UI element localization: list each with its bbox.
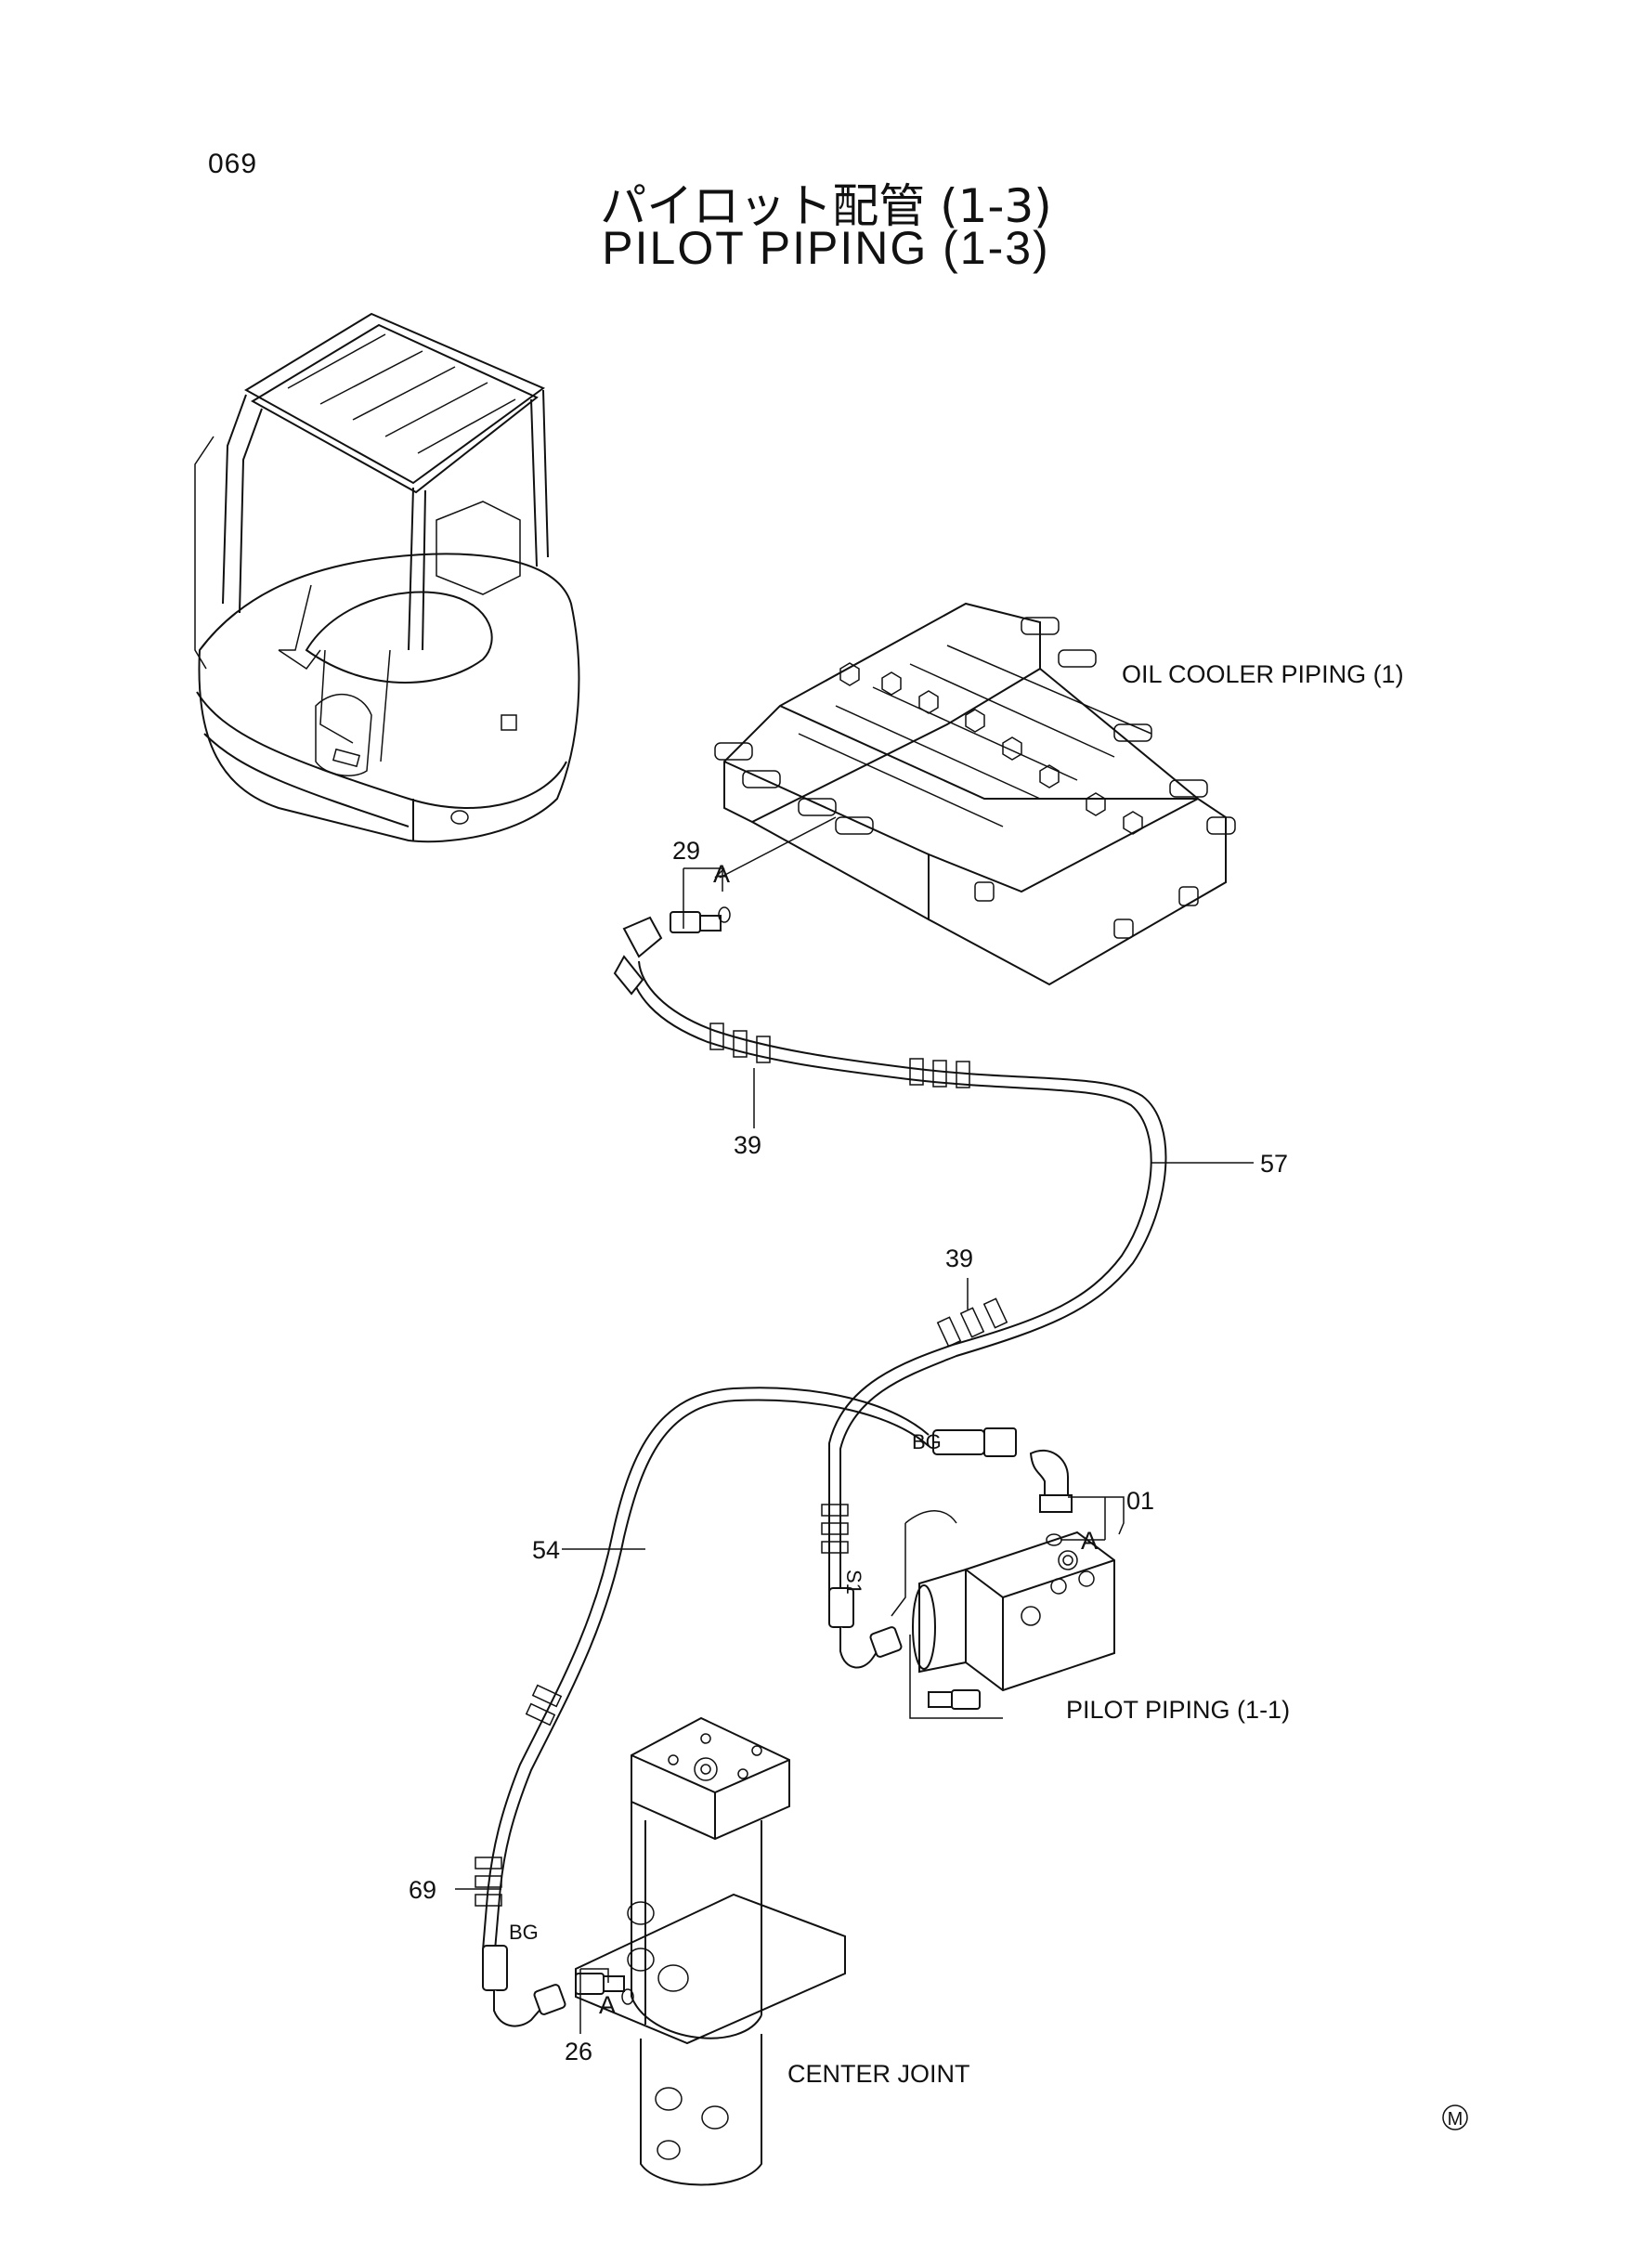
excavator-overview-illustration (194, 312, 580, 843)
m-mark: M (1442, 2104, 1468, 2130)
title-english: PILOT PIPING (1-3) (602, 222, 1050, 274)
ref-center-joint: CENTER JOINT (787, 2060, 970, 2088)
fitting-elbow-top (613, 911, 722, 996)
fitting-bg-lower (482, 1945, 566, 2027)
callout-54: 54 (532, 1536, 560, 1564)
callout-39-lower: 39 (945, 1244, 973, 1272)
callout-29: 29 (672, 837, 700, 865)
callout-01: 01 (1126, 1487, 1154, 1515)
page-number: 069 (208, 149, 258, 179)
hose-57 (629, 960, 1167, 1616)
hose-54 (475, 1387, 930, 1951)
callout-39-upper: 39 (734, 1131, 761, 1159)
svg-text:M: M (1448, 2109, 1463, 2130)
fitting-26 (575, 1973, 634, 2005)
o-ring-top (718, 906, 731, 923)
fitting-elbow-01 (1029, 1449, 1073, 1513)
control-valve-illustration (714, 602, 1236, 986)
callout-69: 69 (409, 1876, 436, 1904)
hose-mark-bg-upper: BG (912, 1430, 942, 1453)
ref-oil-cooler-piping: OIL COOLER PIPING (1) (1122, 660, 1404, 688)
center-joint-illustration (575, 1716, 846, 2186)
callout-26: 26 (565, 2038, 592, 2065)
marker-a-bottom: A (599, 1991, 616, 2019)
fitting-bg-upper (932, 1427, 1017, 1457)
hose-mark-bg-lower: BG (509, 1921, 539, 1944)
pilot-valve-illustration (891, 1510, 1115, 1719)
callout-57: 57 (1260, 1150, 1288, 1178)
marker-a-top: A (713, 860, 730, 888)
marker-a-right: A (1081, 1527, 1098, 1555)
leader-lines (455, 867, 1254, 2034)
ref-pilot-piping: PILOT PIPING (1-1) (1066, 1696, 1290, 1724)
title-japanese: パイロット配管 (1-3) (600, 179, 1052, 233)
fitting-elbow-s1 (828, 1587, 903, 1669)
hose-mark-s1: S1 (842, 1570, 865, 1595)
